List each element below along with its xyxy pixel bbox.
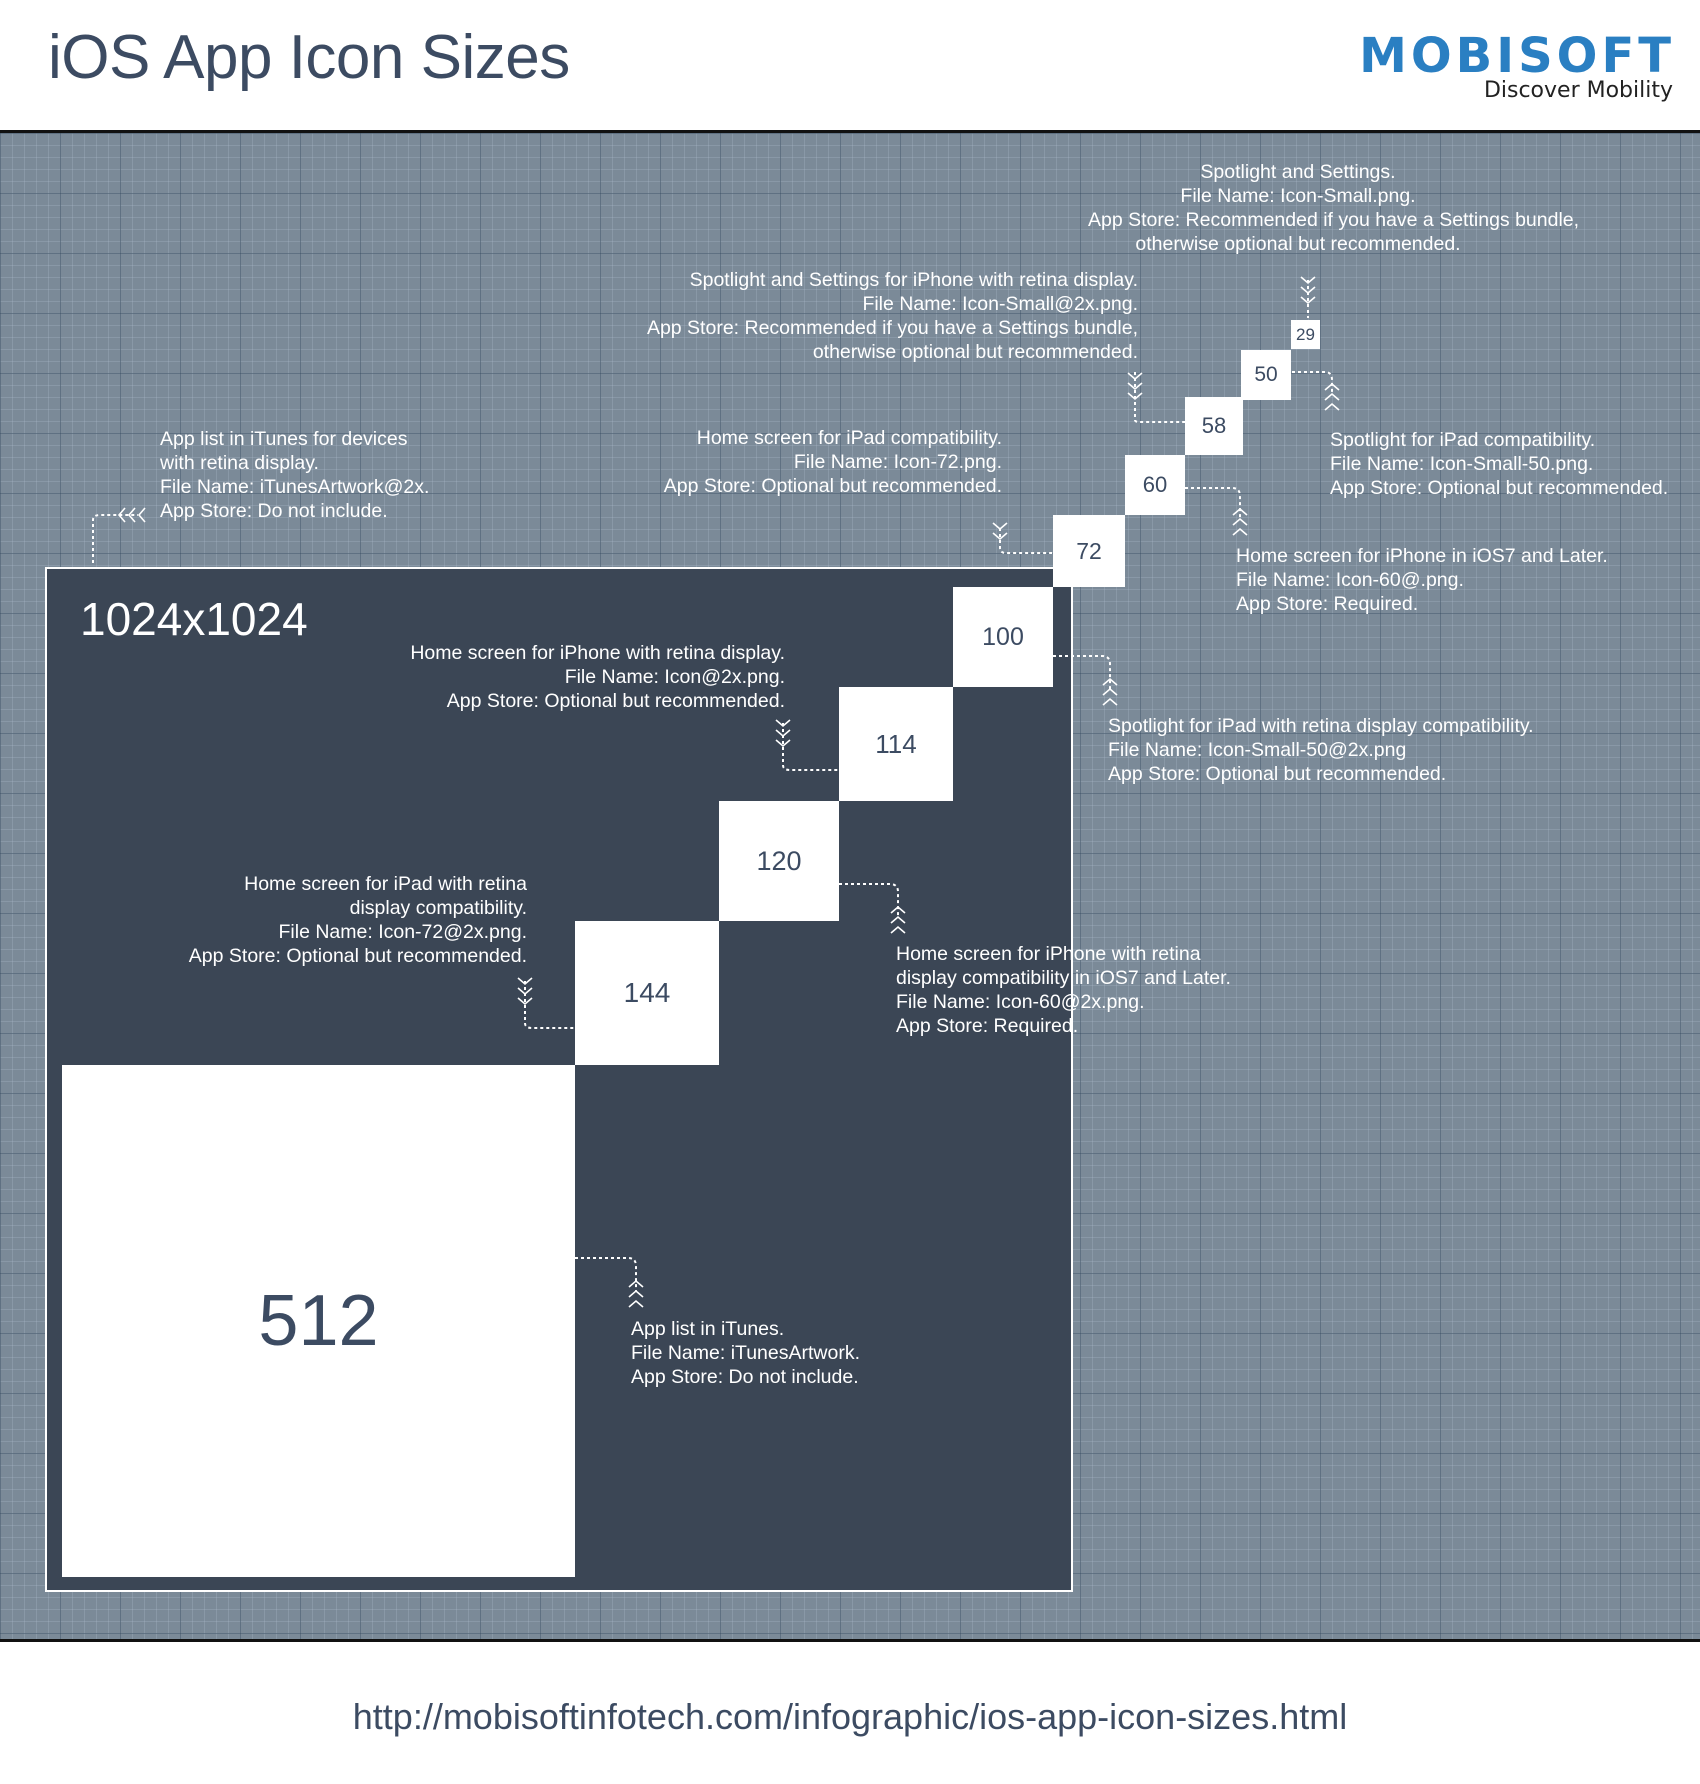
annotation-line: Home screen for iPhone with retina — [896, 943, 1201, 965]
annotation-line: App Store: Optional but recommended. — [1108, 763, 1447, 785]
annotation-line: File Name: Icon-72.png. — [793, 451, 1002, 473]
annotation-line: display compatibility in iOS7 and Later. — [896, 967, 1231, 989]
page-title: iOS App Icon Sizes — [48, 23, 570, 92]
annotation-line: File Name: Icon-Small@2x.png. — [862, 293, 1138, 315]
annotation-line: File Name: Icon@2x.png. — [564, 666, 785, 688]
annotation-line: App list in iTunes for devices — [160, 428, 408, 450]
annotation-line: App Store: Optional but recommended. — [1330, 477, 1669, 499]
annotation-50: Spotlight for iPad compatibility. File N… — [1330, 428, 1668, 500]
annotation-29: Spotlight and Settings. File Name: Icon-… — [1088, 160, 1580, 256]
icon-72-square: 72 — [1053, 515, 1125, 587]
icon-58-square: 58 — [1185, 397, 1243, 455]
annotation-line: App Store: Required. — [1236, 593, 1419, 615]
annotation-60: Home screen for iPhone in iOS7 and Later… — [1236, 544, 1608, 616]
icon-114-square: 114 — [839, 687, 953, 801]
icon-512-square: 512 — [62, 1065, 575, 1577]
annotation-58: Spotlight and Settings for iPhone with r… — [600, 268, 1138, 364]
annotation-line: Home screen for iPad compatibility. — [696, 427, 1002, 449]
annotation-line: File Name: Icon-60@.png. — [1236, 569, 1464, 591]
logo-tagline: Discover Mobility — [1483, 78, 1673, 103]
annotation-line: File Name: Icon-Small.png. — [1180, 185, 1416, 207]
icon-144-square: 144 — [575, 921, 719, 1065]
annotation-line: App Store: Do not include. — [160, 500, 388, 522]
annotation-1024: App list in iTunes for devices with reti… — [160, 427, 429, 523]
annotation-120: Home screen for iPhone with retina displ… — [896, 942, 1231, 1038]
annotation-line: Spotlight for iPad with retina display c… — [1108, 715, 1534, 737]
annotation-line: App Store: Optional but recommended. — [446, 690, 785, 712]
annotation-line: Spotlight and Settings for iPhone with r… — [689, 269, 1138, 291]
icon-120-square: 120 — [719, 801, 839, 921]
annotation-line: Home screen for iPhone with retina displ… — [410, 642, 785, 664]
annotation-line: App Store: Optional but recommended. — [663, 475, 1002, 497]
icon-60-square: 60 — [1125, 455, 1185, 515]
annotation-line: App Store: Do not include. — [631, 1366, 859, 1388]
annotation-100: Spotlight for iPad with retina display c… — [1108, 714, 1534, 786]
footer-url[interactable]: http://mobisoftinfotech.com/infographic/… — [352, 1696, 1348, 1737]
annotation-114: Home screen for iPhone with retina displ… — [380, 641, 785, 713]
annotation-line: App Store: Recommended if you have a Set… — [1088, 209, 1580, 231]
icon-1024-label: 1024x1024 — [80, 593, 308, 645]
annotation-line: Home screen for iPhone in iOS7 and Later… — [1236, 545, 1608, 567]
annotation-line: Spotlight and Settings. — [1200, 161, 1396, 183]
annotation-line: with retina display. — [160, 452, 319, 474]
annotation-144: Home screen for iPad with retina display… — [150, 872, 527, 968]
annotation-line: display compatibility. — [349, 897, 527, 919]
annotation-line: App Store: Required. — [896, 1015, 1079, 1037]
annotation-line: File Name: Icon-Small-50.png. — [1330, 453, 1594, 475]
annotation-line: otherwise optional but recommended. — [812, 341, 1138, 363]
mobisoft-logo: MOBISOFT Discover Mobility — [1315, 28, 1675, 108]
icon-50-square: 50 — [1241, 350, 1291, 400]
annotation-line: otherwise optional but recommended. — [1135, 233, 1461, 255]
annotation-512: App list in iTunes. File Name: iTunesArt… — [631, 1317, 860, 1389]
annotation-line: File Name: Icon-Small-50@2x.png — [1108, 739, 1407, 761]
logo-wordmark: MOBISOFT — [1359, 28, 1675, 84]
header: iOS App Icon Sizes MOBISOFT Discover Mob… — [0, 0, 1700, 130]
annotation-line: File Name: Icon-60@2x.png. — [896, 991, 1145, 1013]
footer: http://mobisoftinfotech.com/infographic/… — [0, 1642, 1700, 1784]
annotation-line: File Name: Icon-72@2x.png. — [278, 921, 528, 943]
annotation-line: App Store: Optional but recommended. — [188, 945, 527, 967]
icon-100-square: 100 — [953, 587, 1053, 687]
icon-29-square: 29 — [1291, 320, 1320, 349]
annotation-line: Spotlight for iPad compatibility. — [1330, 429, 1596, 451]
annotation-72: Home screen for iPad compatibility. File… — [600, 426, 1002, 498]
annotation-line: File Name: iTunesArtwork. — [631, 1342, 861, 1364]
annotation-line: Home screen for iPad with retina — [244, 873, 527, 895]
annotation-line: File Name: iTunesArtwork@2x. — [160, 476, 430, 498]
annotation-line: App list in iTunes. — [631, 1318, 785, 1340]
annotation-line: App Store: Recommended if you have a Set… — [646, 317, 1138, 339]
